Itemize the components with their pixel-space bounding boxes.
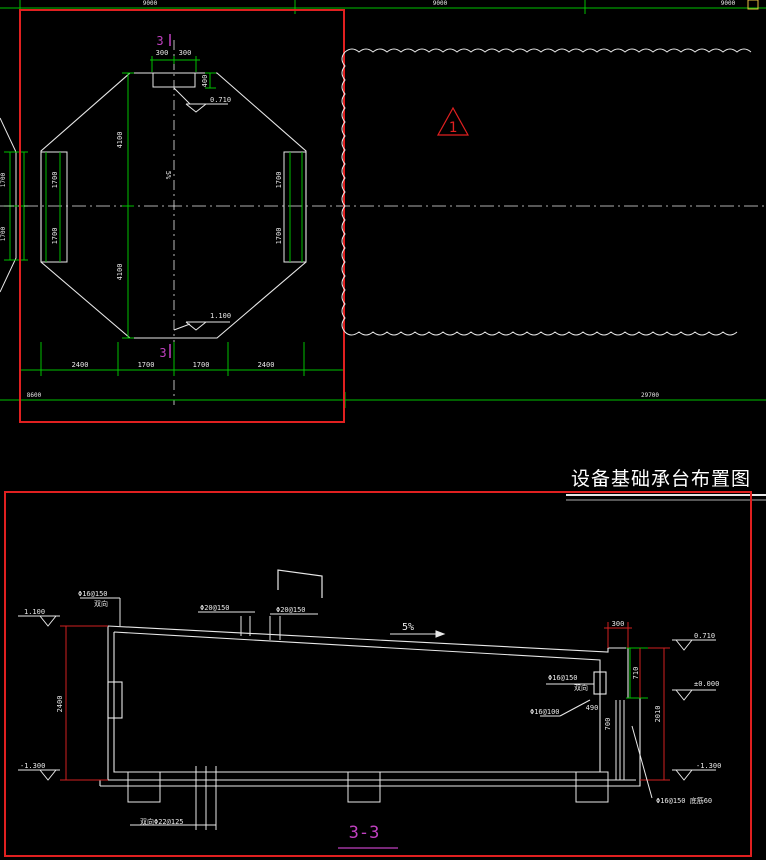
- plan-elevation-bottom-marker: [173, 321, 230, 331]
- section-elev-right-top: 0.710: [694, 632, 715, 640]
- section-top-rebar-ticks: [80, 597, 318, 640]
- top-right-marker: [747, 0, 759, 10]
- section-elev-right-bottom: -1.300: [696, 762, 721, 770]
- section-mark-top: 3: [156, 34, 163, 48]
- section-dim-700: 700: [604, 718, 612, 731]
- left-dim-b: 1700: [51, 228, 59, 245]
- top-dim-a: 300: [156, 49, 169, 57]
- section-mark-bottom: 3: [159, 346, 166, 360]
- inner-dim-bottom: 4100: [116, 264, 124, 281]
- revision-triangle-icon: [436, 106, 470, 136]
- section-outline: [99, 625, 641, 787]
- section-dim-710: 710: [632, 667, 640, 680]
- plan-bottom-dim-2: 1700: [193, 361, 210, 369]
- rebar-right-b: Φ16@100: [530, 708, 560, 716]
- section-right-wall-detail: [540, 683, 625, 780]
- section-right-elevations: [672, 639, 716, 781]
- section-dim-top-300: 300: [612, 620, 625, 628]
- rebar-left: Φ16@150: [78, 590, 108, 598]
- plan-elevation-top-marker: [173, 87, 228, 113]
- rebar-bottom: 双向Φ22@125: [140, 817, 184, 826]
- rebar-top-b: Φ20@150: [276, 606, 306, 614]
- octagon-notches: [40, 72, 307, 263]
- section-dim-left-height: 2400: [56, 696, 64, 713]
- section-piles: [127, 766, 609, 830]
- left-dim-a: 1700: [51, 172, 59, 189]
- overall-dim-left: 8600: [27, 392, 42, 399]
- section-slope: 5%: [402, 622, 414, 633]
- plan-green-dims: [45, 56, 303, 339]
- section-left-elevations: [18, 615, 60, 781]
- right-dim-b: 1700: [275, 228, 283, 245]
- section-dim-490: 490: [586, 704, 599, 712]
- right-dim-a: 1700: [275, 172, 283, 189]
- drawing-title: 设备基础承台布置图: [571, 468, 751, 490]
- plan-slope: 5%: [164, 171, 172, 180]
- revision-cloud: [341, 48, 752, 336]
- section-bracket: [277, 569, 323, 598]
- inner-dim-top: 4100: [116, 132, 124, 149]
- section-highlight-frame: [4, 491, 752, 857]
- top-dim-left: 9000: [143, 0, 158, 7]
- slope-arrow: [390, 630, 446, 638]
- partial-octagon-left: [0, 117, 17, 293]
- section-right-red-dims: [604, 622, 641, 698]
- octagon-plan: [40, 72, 307, 339]
- top-dim-b: 300: [179, 49, 192, 57]
- rebar-left-sub: 双向: [94, 599, 108, 608]
- plan-bottom-dim-0: 2400: [72, 361, 89, 369]
- rebar-right-bottom: Φ16@150 底筋60: [656, 796, 712, 805]
- plan-bottom-dim-1: 1700: [138, 361, 155, 369]
- plan-highlight-frame: [19, 9, 345, 423]
- section-label: 3-3: [349, 823, 380, 843]
- rebar-top-a: Φ20@150: [200, 604, 230, 612]
- rebar-right-sub: 双向: [574, 683, 588, 692]
- top-dim-mid: 9000: [433, 0, 448, 7]
- rebar-right-bottom-leader: [631, 725, 653, 799]
- plan-elev-top: 0.710: [210, 96, 231, 104]
- top-dim-side: 400: [201, 75, 209, 88]
- far-left-dim-b: 1700: [0, 226, 7, 241]
- section-left-height-dim: [60, 625, 108, 781]
- top-dim-right: 9000: [721, 0, 736, 7]
- rebar-right: Φ16@150: [548, 674, 578, 682]
- plan-elev-bottom: 1.100: [210, 312, 231, 320]
- far-left-dim-a: 1700: [0, 172, 7, 187]
- plan-bottom-dim-3: 2400: [258, 361, 275, 369]
- section-elev-right-mid: ±0.000: [694, 680, 719, 688]
- section-dim-right-height: 2010: [654, 706, 662, 723]
- drawing-title-underline: [566, 494, 766, 501]
- overall-dim-right: 29700: [641, 392, 659, 399]
- section-elev-left-bottom: -1.300: [20, 762, 45, 770]
- section-elev-left-top: 1.100: [24, 608, 45, 616]
- revision-mark: 1: [449, 120, 457, 136]
- top-dimension-line: [0, 0, 766, 14]
